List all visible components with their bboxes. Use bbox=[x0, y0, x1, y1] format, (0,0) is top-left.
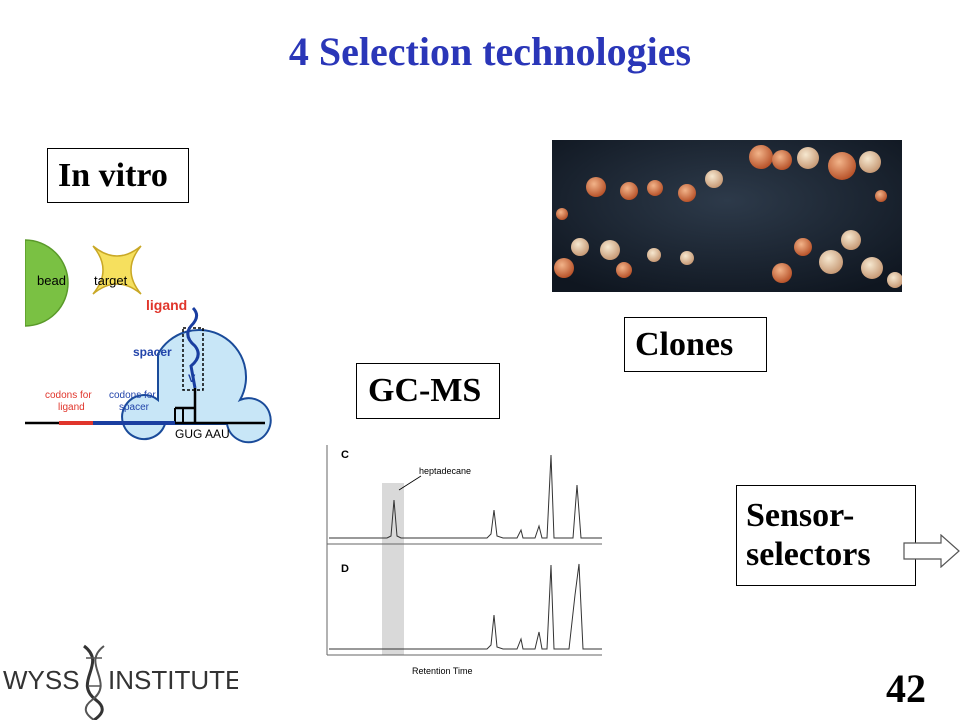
codon-gug: GUG bbox=[175, 427, 202, 441]
in-vitro-mechanism-diagram: bead target ligand V spacer codons for l… bbox=[25, 239, 272, 444]
in-vitro-label: In vitro bbox=[47, 148, 189, 203]
wyss-institute-logo: WYSS INSTITUTE bbox=[3, 644, 238, 720]
dna-helix-icon bbox=[83, 644, 105, 720]
sensor-label-line1: Sensor- bbox=[746, 497, 855, 534]
slide-title: 4 Selection technologies bbox=[288, 29, 692, 74]
trace-d bbox=[329, 563, 602, 650]
target-label: target bbox=[94, 273, 128, 288]
codons-ligand-line1: codons for bbox=[45, 390, 92, 401]
spacer-box bbox=[182, 327, 204, 391]
sensor-label-line2: selectors bbox=[746, 536, 871, 573]
bead-shape bbox=[25, 239, 69, 327]
trace-c bbox=[329, 454, 602, 539]
right-arrow-icon bbox=[903, 534, 960, 568]
target-shape bbox=[92, 245, 142, 295]
peak-label: heptadecane bbox=[419, 466, 471, 476]
codons-spacer-line1: codons for bbox=[109, 390, 156, 401]
ribosome-shape bbox=[121, 329, 272, 444]
peak-arrow bbox=[398, 475, 422, 491]
sensor-selectors-label: Sensor- selectors bbox=[736, 485, 916, 586]
codons-ligand-line2: ligand bbox=[58, 402, 85, 413]
bead-label: bead bbox=[37, 273, 66, 288]
codons-spacer-line2: spacer bbox=[119, 402, 150, 413]
spacer-label: spacer bbox=[133, 345, 172, 359]
linker-strand bbox=[186, 306, 200, 389]
page-number: 42 bbox=[886, 666, 926, 711]
logo-text-institute: INSTITUTE bbox=[108, 665, 238, 695]
panel-c-label: C bbox=[341, 449, 349, 461]
clones-label: Clones bbox=[624, 317, 767, 372]
gcms-label: GC-MS bbox=[356, 363, 500, 419]
colonies bbox=[554, 145, 902, 288]
ligand-label: ligand bbox=[146, 297, 187, 313]
x-axis-label: Retention Time bbox=[412, 666, 473, 676]
v-label: V bbox=[188, 373, 196, 385]
logo-text-wyss: WYSS bbox=[3, 665, 80, 695]
clones-photo bbox=[552, 140, 902, 292]
gcms-chromatogram: C D heptadecane Retention Time bbox=[326, 445, 602, 676]
highlight-band bbox=[382, 483, 404, 655]
panel-d-label: D bbox=[341, 563, 349, 575]
codon-aau: AAU bbox=[205, 427, 230, 441]
